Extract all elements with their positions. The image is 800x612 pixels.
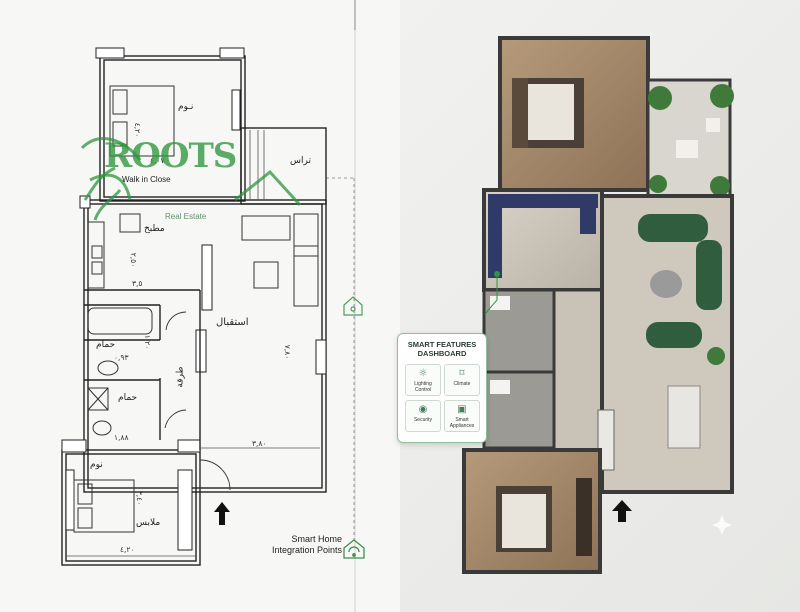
smart-features-dashboard: SMART FEATURES DASHBOARD ☼ Lighting Cont… (397, 333, 487, 443)
dashboard-title-line1: SMART FEATURES (407, 340, 477, 349)
plan-2d-panel: نـوم تراس Walk in Close مطبخ حمام حمام ط… (61, 0, 365, 612)
room-label-reception: استقبال (216, 317, 249, 328)
dim-reception-height: ٧,٨٠ (283, 344, 293, 360)
feature-label-2: Control (414, 387, 432, 393)
integration-line2: Integration Points (271, 545, 342, 555)
feature-tile-climate[interactable]: ⌑ Climate (444, 364, 480, 396)
dim-bath2-width: ١,٨٨ (114, 433, 129, 442)
integration-points-label: Smart Home Integration Points (232, 534, 342, 556)
room-label-bath2: حمام (118, 393, 138, 403)
room-label-corridor: طرقة (175, 366, 186, 388)
roots-logo-mark (80, 137, 302, 221)
room-label-terrace: تراس (290, 156, 311, 166)
lightbulb-icon: ☼ (418, 368, 428, 379)
room-label-bedroom-bottom: نوم (90, 460, 103, 470)
room-label-walk-in: Walk in Close (122, 175, 171, 184)
dim-reception-width: ٣,٨٠ (252, 439, 267, 448)
dim-kitchen-height: ٢,٥٠ (129, 252, 139, 268)
corridor-3d (552, 288, 604, 452)
brand-logo-text: ROOTS (104, 136, 237, 176)
feature-label: Smart (455, 417, 469, 423)
lock-icon: ◉ (418, 404, 428, 415)
feature-tile-lighting[interactable]: ☼ Lighting Control (405, 364, 441, 396)
dim-bath-height: ١,٢٠ (143, 334, 153, 350)
dashboard-title: SMART FEATURES DASHBOARD (398, 340, 486, 358)
feature-label-2: Appliances (449, 423, 475, 429)
feature-label: Security (413, 417, 433, 423)
entry-arrow-icon (214, 502, 230, 525)
smart-home-marker-icon (343, 296, 363, 316)
integration-line1: Smart Home (291, 534, 342, 544)
feature-label: Lighting (414, 381, 432, 387)
brand-subtitle: Real Estate (165, 212, 207, 221)
dining-table-3d (667, 385, 701, 449)
feature-tile-security[interactable]: ◉ Security (405, 400, 441, 432)
entry-arrow-3d-icon (612, 500, 632, 522)
room-label-bedroom-top: نـوم (178, 102, 194, 112)
room-label-dressing: ملابس (136, 518, 161, 528)
plan-2d-drawing (61, 0, 363, 612)
dim-top-bed-width: ٤,٠٧ (150, 156, 165, 165)
plan-3d-panel (400, 0, 800, 612)
sparkle-icon (712, 515, 732, 535)
dim-kitchen-width: ٣,٥ (132, 279, 143, 288)
sofa-3d (638, 214, 708, 242)
dashboard-title-line2: DASHBOARD (417, 349, 467, 358)
dim-bath1-width: ٠,٩٣ (114, 353, 129, 362)
feature-label: Climate (453, 381, 471, 387)
dim-bottom-bed-width: ٤,٢٠ (120, 545, 135, 554)
plan-3d-render (462, 36, 734, 574)
dim-bottom-bed-height: ٣,٤٠ (135, 490, 145, 506)
thermometer-icon: ⌑ (459, 368, 465, 379)
room-label-bath1: حمام (96, 340, 116, 350)
washer-icon: ▣ (457, 404, 467, 415)
room-label-kitchen: مطبخ (144, 224, 165, 234)
outer-walls (61, 55, 327, 566)
feature-tile-appliances[interactable]: ▣ Smart Appliances (444, 400, 480, 432)
